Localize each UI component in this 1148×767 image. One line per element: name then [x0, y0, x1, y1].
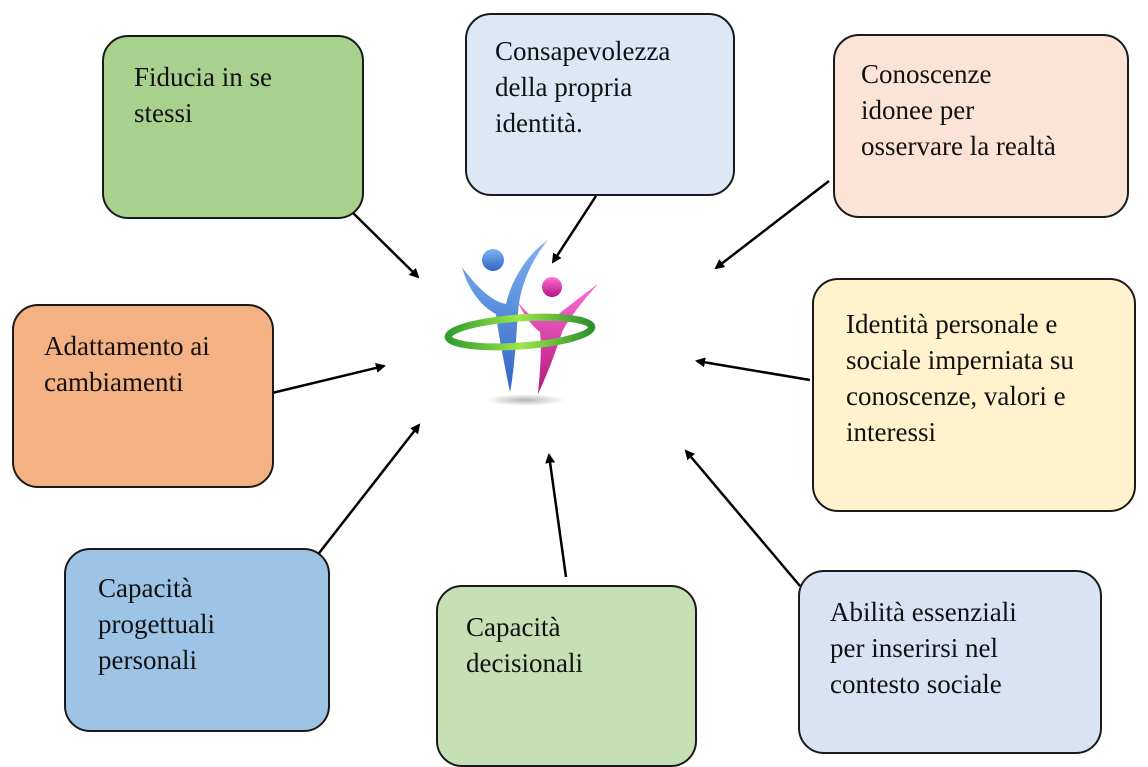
- node-capacita-decisionali: Capacità decisionali: [436, 585, 697, 767]
- people-logo-icon: [444, 240, 598, 406]
- node-abilita-essenziali: Abilità essenziali per inserirsi nel con…: [798, 570, 1102, 754]
- node-adattamento: Adattamento ai cambiamenti: [12, 304, 274, 488]
- node-fiducia-in-se-stessi: Fiducia in se stessi: [102, 35, 364, 219]
- arrow-progettuali: [315, 423, 421, 558]
- arrow-decisionali: [545, 453, 568, 578]
- node-conoscenze: Conoscenze idonee per osservare la realt…: [833, 34, 1129, 218]
- node-consapevolezza: Consapevolezza della propria identità.: [465, 13, 735, 196]
- arrow-conoscenze: [714, 180, 830, 270]
- arrow-identita: [695, 357, 811, 382]
- node-identita-personale: Identità personale e sociale imperniata …: [812, 278, 1136, 512]
- arrow-abilita: [684, 449, 801, 587]
- arrow-adattamento: [271, 363, 386, 395]
- node-capacita-progettuali: Capacità progettuali personali: [64, 548, 330, 732]
- arrow-fiducia: [346, 206, 420, 279]
